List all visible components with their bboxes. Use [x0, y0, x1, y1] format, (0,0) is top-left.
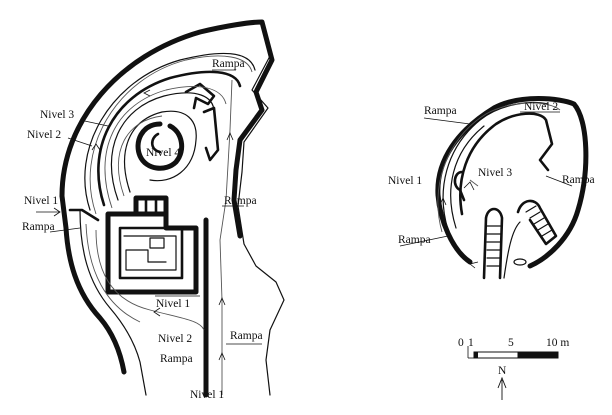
right-passage-right	[516, 199, 558, 246]
label-nivel2-left: Nivel 2	[27, 129, 61, 141]
spiral-wall-2	[97, 70, 242, 207]
entrance-arrow	[36, 207, 61, 217]
circulation-path-outer	[89, 55, 253, 215]
label-nivel2-bottom: Nivel 2	[158, 333, 192, 345]
right-passage-left	[482, 207, 504, 280]
scale-tick-1: 1	[468, 337, 474, 349]
arrow-up-ramp	[226, 131, 234, 141]
label-nivel1-entrance: Nivel 1	[24, 195, 58, 207]
label-rampa-right-side: Rampa	[562, 174, 595, 186]
right-arrow-up	[439, 196, 447, 206]
right-arrow-gate	[463, 181, 475, 191]
label-rampa-left-side: Rampa	[398, 234, 431, 246]
label-rampa-mid: Rampa	[224, 195, 257, 207]
right-path-outer	[437, 102, 561, 233]
courtyard-rooms	[123, 235, 177, 271]
circulation-path-mid	[104, 86, 227, 209]
scale-tick-0: 0	[458, 337, 464, 349]
left-lower-wall	[59, 193, 127, 375]
label-nivel3-left: Nivel 3	[40, 109, 74, 121]
scale-tick-5: 5	[508, 337, 514, 349]
left-outer-edge	[237, 21, 285, 396]
right-gate	[453, 170, 466, 202]
arrow-up-main-2	[218, 351, 226, 361]
label-nivel1-right: Nivel 1	[388, 175, 422, 187]
north-label: N	[498, 365, 507, 377]
label-nivel1-mid: Nivel 1	[156, 298, 190, 310]
circulation-path-lower	[95, 229, 205, 331]
right-path-inner	[469, 179, 479, 187]
stairs-right	[525, 205, 553, 237]
left-lower-wall-inner	[79, 209, 147, 396]
right-passage-bottom	[503, 221, 521, 279]
stairs-left	[486, 225, 502, 267]
right-buttress	[202, 106, 220, 162]
label-rampa-top-right: Rampa	[424, 105, 457, 117]
label-nivel3-right: Nivel 3	[478, 167, 512, 179]
circulation-path-main	[219, 79, 233, 395]
inner-keep	[135, 121, 185, 171]
left-castle-plan: Rampa Nivel 3 Nivel 2 Nivel 4 Nivel 1 Ra…	[22, 19, 285, 401]
scale-tick-10m: 10 m	[546, 337, 569, 349]
arrow-spiral	[91, 143, 101, 151]
label-nivel4: Nivel 4	[146, 147, 180, 159]
right-castle-plan: Rampa Nivel 2 Nivel 1 Nivel 3 Rampa Ramp…	[388, 96, 595, 280]
right-ramp-wall-2	[450, 125, 485, 229]
north-arrow-icon	[497, 376, 507, 400]
scale-bar: 0 1 5 10 m	[458, 337, 569, 359]
label-nivel2-right: Nivel 2	[524, 101, 558, 113]
courtyard-wall	[105, 211, 199, 295]
circulation-path-lower2	[85, 223, 141, 323]
label-rampa-left: Rampa	[22, 221, 55, 233]
spiral-wall-3	[110, 92, 215, 201]
label-rampa-bottom: Rampa	[160, 353, 193, 365]
label-rampa-top-left: Rampa	[212, 58, 245, 70]
circulation-path-inner	[118, 115, 163, 197]
right-arrow-bottom	[469, 261, 479, 269]
label-nivel1-bottom: Nivel 1	[190, 389, 224, 401]
entrance-wall	[68, 208, 100, 222]
north-arrow: N	[497, 365, 507, 400]
arrow-spiral-2	[143, 89, 151, 97]
courtyard-inner	[118, 226, 184, 280]
label-rampa-right: Rampa	[230, 330, 263, 342]
inner-keep-core	[150, 132, 162, 154]
right-tower	[184, 82, 216, 110]
well	[513, 258, 527, 266]
spiral-wall-4	[123, 110, 197, 193]
spiral-wall-1	[84, 52, 256, 211]
arrow-left-lower	[153, 307, 161, 317]
right-inner-wall	[459, 112, 554, 216]
arrow-up-main	[218, 296, 226, 306]
left-outer-wall	[59, 19, 275, 239]
